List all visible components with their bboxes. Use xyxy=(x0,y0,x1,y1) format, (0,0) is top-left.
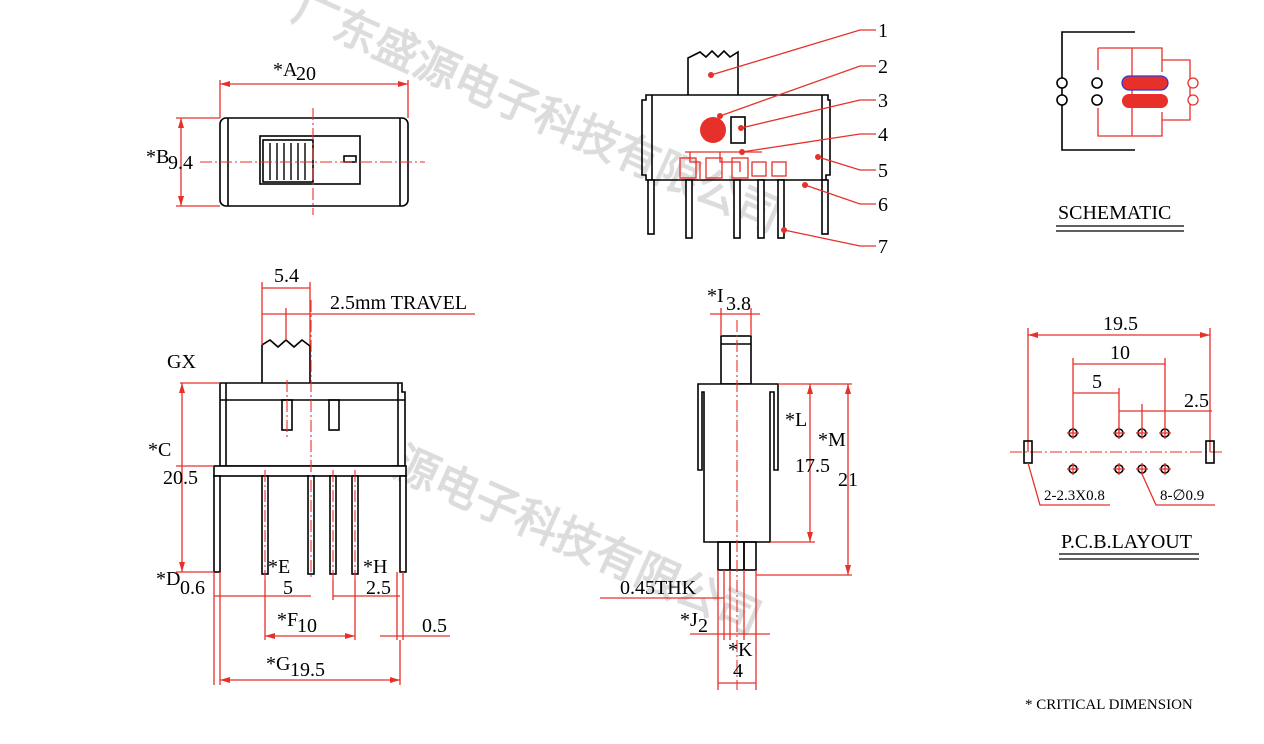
dim-b-value: 9.4 xyxy=(168,152,193,174)
pcb-dim-19-5: 19.5 xyxy=(1103,313,1138,335)
dim-c-value: 20.5 xyxy=(163,467,198,489)
dim-b-label: *B xyxy=(146,146,169,168)
dim-a-value: 20 xyxy=(296,63,316,85)
dim-g-value: 19.5 xyxy=(290,659,325,681)
pcb-dim-5: 5 xyxy=(1092,371,1102,393)
pcb-hole-note: 8-∅0.9 xyxy=(1160,488,1204,504)
pcb-title: P.C.B.LAYOUT xyxy=(1061,531,1192,553)
dim-j-label: *J xyxy=(680,609,698,631)
dim-f-label: *F xyxy=(277,609,298,631)
pcb-dim-10: 10 xyxy=(1110,342,1130,364)
dim-m-label: *M xyxy=(818,429,846,451)
dim-d-value: 0.6 xyxy=(180,577,205,599)
dim-e-label: *E xyxy=(268,556,290,578)
dim-l-label: *L xyxy=(785,409,807,431)
top-view: *A 20 *B 9.4 xyxy=(146,59,425,215)
dim-d-label: *D xyxy=(156,568,180,590)
side-view: *I 3.8 *L 17.5 *M 21 0.45THK *J 2 *K 4 xyxy=(600,285,858,690)
callout-6: 6 xyxy=(878,194,888,216)
dim-k-label: *K xyxy=(728,639,753,661)
pcb-dim-2-5: 2.5 xyxy=(1184,390,1209,412)
callout-7: 7 xyxy=(878,236,888,258)
pcb-slot-note: 2-2.3X0.8 xyxy=(1044,488,1105,504)
dim-l-value: 17.5 xyxy=(795,455,830,477)
front-view: 5.4 2.5mm TRAVEL GX *C 20.5 *E 5 *H 2.5 … xyxy=(148,265,475,685)
dim-a-label: *A xyxy=(273,59,298,81)
pcb-holes xyxy=(1067,427,1171,475)
travel-label: 2.5mm TRAVEL xyxy=(330,292,467,314)
callout-1: 1 xyxy=(878,20,888,42)
callout-3: 3 xyxy=(878,90,888,112)
dim-j-value: 2 xyxy=(698,615,708,637)
dim-g-label: *G xyxy=(266,653,290,675)
schematic: SCHEMATIC xyxy=(1056,31,1199,232)
watermark: 广东盛源电子科技有限公司 广东盛源电子科技有限公司 xyxy=(266,0,789,645)
dim-5-4: 5.4 xyxy=(274,265,299,287)
gx-label: GX xyxy=(167,351,196,373)
dim-e-value: 5 xyxy=(283,577,293,599)
callout-2: 2 xyxy=(878,56,888,78)
dim-k-value: 4 xyxy=(733,660,743,682)
critical-dimension-note: * CRITICAL DIMENSION xyxy=(1025,697,1193,713)
dim-m-value: 21 xyxy=(838,469,858,491)
dim-i-value: 3.8 xyxy=(726,293,751,315)
callout-4: 4 xyxy=(878,124,888,146)
dim-h-label: *H xyxy=(363,556,387,578)
thk-label: 0.45THK xyxy=(620,577,697,599)
dim-h-value: 2.5 xyxy=(366,577,391,599)
callout-view: 1 2 3 4 5 6 7 xyxy=(641,20,888,258)
callout-5: 5 xyxy=(878,160,888,182)
schematic-title: SCHEMATIC xyxy=(1058,202,1171,224)
pcb-layout: 19.5 10 5 2.5 xyxy=(1010,313,1222,560)
dim-i-label: *I xyxy=(707,285,724,307)
dim-f-value: 10 xyxy=(297,615,317,637)
dim-c-label: *C xyxy=(148,439,171,461)
dim-0-5: 0.5 xyxy=(422,615,447,637)
